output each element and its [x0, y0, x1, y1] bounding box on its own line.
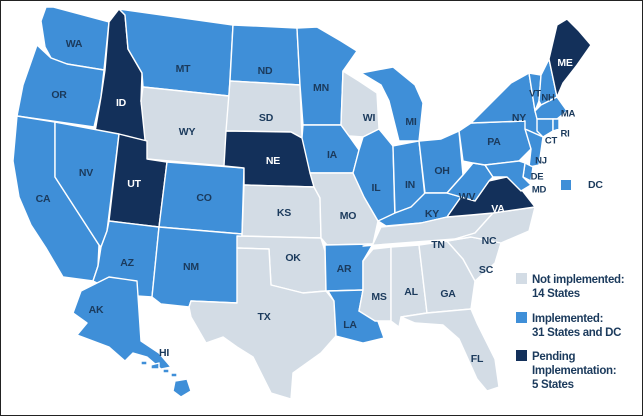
- state-CT[interactable]: [536, 118, 554, 138]
- label-OR: OR: [51, 89, 67, 101]
- label-AR: AR: [337, 263, 352, 275]
- legend-label-not-implemented: Not implemented:: [532, 274, 624, 286]
- label-WA: WA: [66, 38, 83, 50]
- legend-label-pending-2: Implementation:: [532, 365, 616, 377]
- label-SC: SC: [479, 264, 494, 276]
- state-FL[interactable]: [400, 308, 500, 392]
- state-MS[interactable]: [358, 246, 392, 322]
- legend-swatch-pending: [516, 350, 527, 361]
- label-VA: VA: [491, 203, 505, 215]
- state-TX[interactable]: [188, 247, 337, 400]
- legend-count-pending: 5 States: [532, 379, 574, 391]
- label-RI: RI: [560, 129, 569, 140]
- label-MO: MO: [340, 210, 357, 222]
- label-KS: KS: [277, 207, 291, 219]
- label-MS: MS: [371, 291, 387, 303]
- label-NV: NV: [79, 167, 93, 179]
- legend-label-pending: Pending: [532, 351, 576, 363]
- label-GA: GA: [440, 288, 456, 300]
- label-ND: ND: [258, 65, 273, 77]
- label-CT: CT: [545, 136, 558, 147]
- label-IN: IN: [405, 179, 415, 191]
- state-labels: WA OR CA ID NV MT WY UT AZ CO NM ND SD N…: [36, 38, 604, 365]
- label-OK: OK: [285, 252, 301, 264]
- label-NY: NY: [512, 112, 526, 124]
- state-AK[interactable]: [72, 276, 172, 370]
- label-NM: NM: [183, 261, 199, 273]
- label-WI: WI: [363, 112, 376, 124]
- label-MN: MN: [313, 82, 329, 94]
- state-MD[interactable]: [484, 160, 532, 192]
- label-ID: ID: [116, 97, 127, 109]
- state-shapes: [12, 6, 592, 400]
- label-UT: UT: [127, 178, 141, 190]
- state-ME[interactable]: [548, 18, 592, 98]
- legend-item-not-implemented: Not implemented: 14 States: [516, 273, 625, 300]
- legend-count-not-implemented: 14 States: [532, 288, 580, 300]
- label-TN: TN: [431, 239, 445, 251]
- label-MI: MI: [405, 116, 417, 128]
- label-NH: NH: [541, 93, 555, 104]
- label-NJ: NJ: [535, 156, 547, 167]
- legend: Not implemented: 14 States Implemented: …: [516, 273, 625, 391]
- label-AK: AK: [89, 304, 104, 316]
- label-IL: IL: [372, 182, 382, 194]
- label-DC: DC: [588, 179, 603, 191]
- dc-marker[interactable]: [561, 180, 571, 190]
- label-HI: HI: [159, 347, 169, 359]
- legend-label-implemented: Implemented:: [532, 313, 603, 325]
- state-NJ[interactable]: [524, 128, 544, 168]
- label-WV: WV: [459, 191, 476, 203]
- state-HI[interactable]: [140, 360, 192, 398]
- label-CO: CO: [196, 192, 211, 204]
- label-MA: MA: [561, 109, 576, 120]
- legend-item-implemented: Implemented: 31 States and DC: [516, 312, 621, 339]
- legend-item-pending: Pending Implementation: 5 States: [516, 350, 617, 391]
- label-TX: TX: [257, 311, 270, 323]
- state-SD[interactable]: [225, 80, 303, 139]
- label-KY: KY: [425, 208, 439, 220]
- state-WY[interactable]: [140, 86, 230, 167]
- legend-count-implemented: 31 States and DC: [532, 327, 621, 339]
- label-DE: DE: [531, 172, 544, 183]
- label-OH: OH: [434, 165, 449, 177]
- legend-swatch-not-implemented: [516, 273, 527, 284]
- label-VT: VT: [529, 89, 541, 100]
- label-NE: NE: [266, 155, 280, 167]
- label-LA: LA: [343, 319, 357, 331]
- label-PA: PA: [487, 136, 501, 148]
- label-ME: ME: [557, 57, 573, 69]
- label-IA: IA: [327, 149, 338, 161]
- state-RI[interactable]: [552, 118, 560, 132]
- label-AZ: AZ: [120, 257, 134, 269]
- label-AL: AL: [404, 286, 418, 298]
- label-FL: FL: [471, 353, 484, 365]
- label-MT: MT: [176, 63, 192, 75]
- label-NC: NC: [482, 235, 497, 247]
- legend-swatch-implemented: [516, 312, 527, 323]
- label-WY: WY: [179, 126, 196, 138]
- label-MD: MD: [532, 185, 547, 196]
- state-NC[interactable]: [446, 206, 536, 244]
- label-CA: CA: [36, 193, 51, 205]
- label-SD: SD: [259, 112, 274, 124]
